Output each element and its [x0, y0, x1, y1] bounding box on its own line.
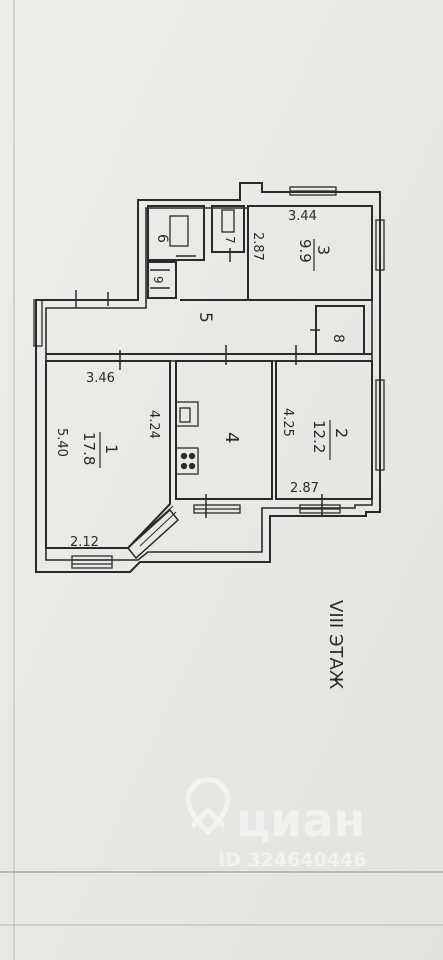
room-3-height-dim: 2.87: [250, 232, 265, 261]
room-5-number: 5: [195, 312, 215, 323]
windows: [33, 186, 385, 569]
room-2-area: 12.2: [310, 420, 328, 453]
kitchen-fixtures: [175, 401, 199, 475]
bay-window-line-2: [139, 511, 177, 547]
cian-logo-icon: [185, 777, 231, 836]
floor-label: VIII ЭТАЖ: [325, 600, 346, 690]
room-9-outline: [147, 261, 177, 299]
room-1-outline: [45, 360, 171, 549]
room-1-height-dim: 5.40: [54, 428, 69, 457]
room-1-width-dim: 3.46: [86, 371, 115, 386]
room-3-area: 9.9: [296, 239, 314, 263]
room-6-number: 6: [154, 234, 170, 243]
room-7-number: 7: [223, 236, 237, 244]
bay-window-line-1: [133, 505, 174, 542]
room-7-outline: [211, 205, 245, 253]
room-3-width-dim: 3.44: [288, 209, 317, 224]
watermark-id: ID 324640446: [218, 849, 366, 871]
room-2-outline: [275, 360, 373, 500]
bay-window: [126, 508, 180, 560]
room-1-bottom-dim: 2.12: [70, 535, 99, 550]
bathroom-fixtures: [169, 209, 235, 247]
floor-plan: [33, 182, 385, 573]
room-1-number: 1: [102, 444, 121, 454]
outer-wall: [35, 182, 381, 573]
watermark-brand: циан: [236, 793, 365, 847]
door-marks: [75, 248, 323, 518]
room-2-number: 2: [332, 428, 351, 438]
room-1-inner-dim: 4.24: [146, 410, 161, 439]
room-4-number: 4: [221, 432, 242, 443]
room-8-number: 8: [330, 334, 346, 343]
inner-wall: [45, 205, 373, 561]
room-2-height-dim: 4.25: [280, 408, 295, 437]
room-labels: 3 9.9 3.44 2.87 5 6 7 9 8 1 17.8 5.40 3.…: [54, 209, 351, 690]
room-1-area: 17.8: [80, 432, 98, 465]
room-3-number: 3: [314, 245, 333, 255]
watermark: циан ID 324640446: [185, 777, 366, 871]
room-4-outline: [175, 360, 273, 500]
room-6-outline: [147, 205, 205, 261]
room-9-number: 9: [151, 276, 165, 284]
room-2-width-dim: 2.87: [290, 481, 319, 496]
